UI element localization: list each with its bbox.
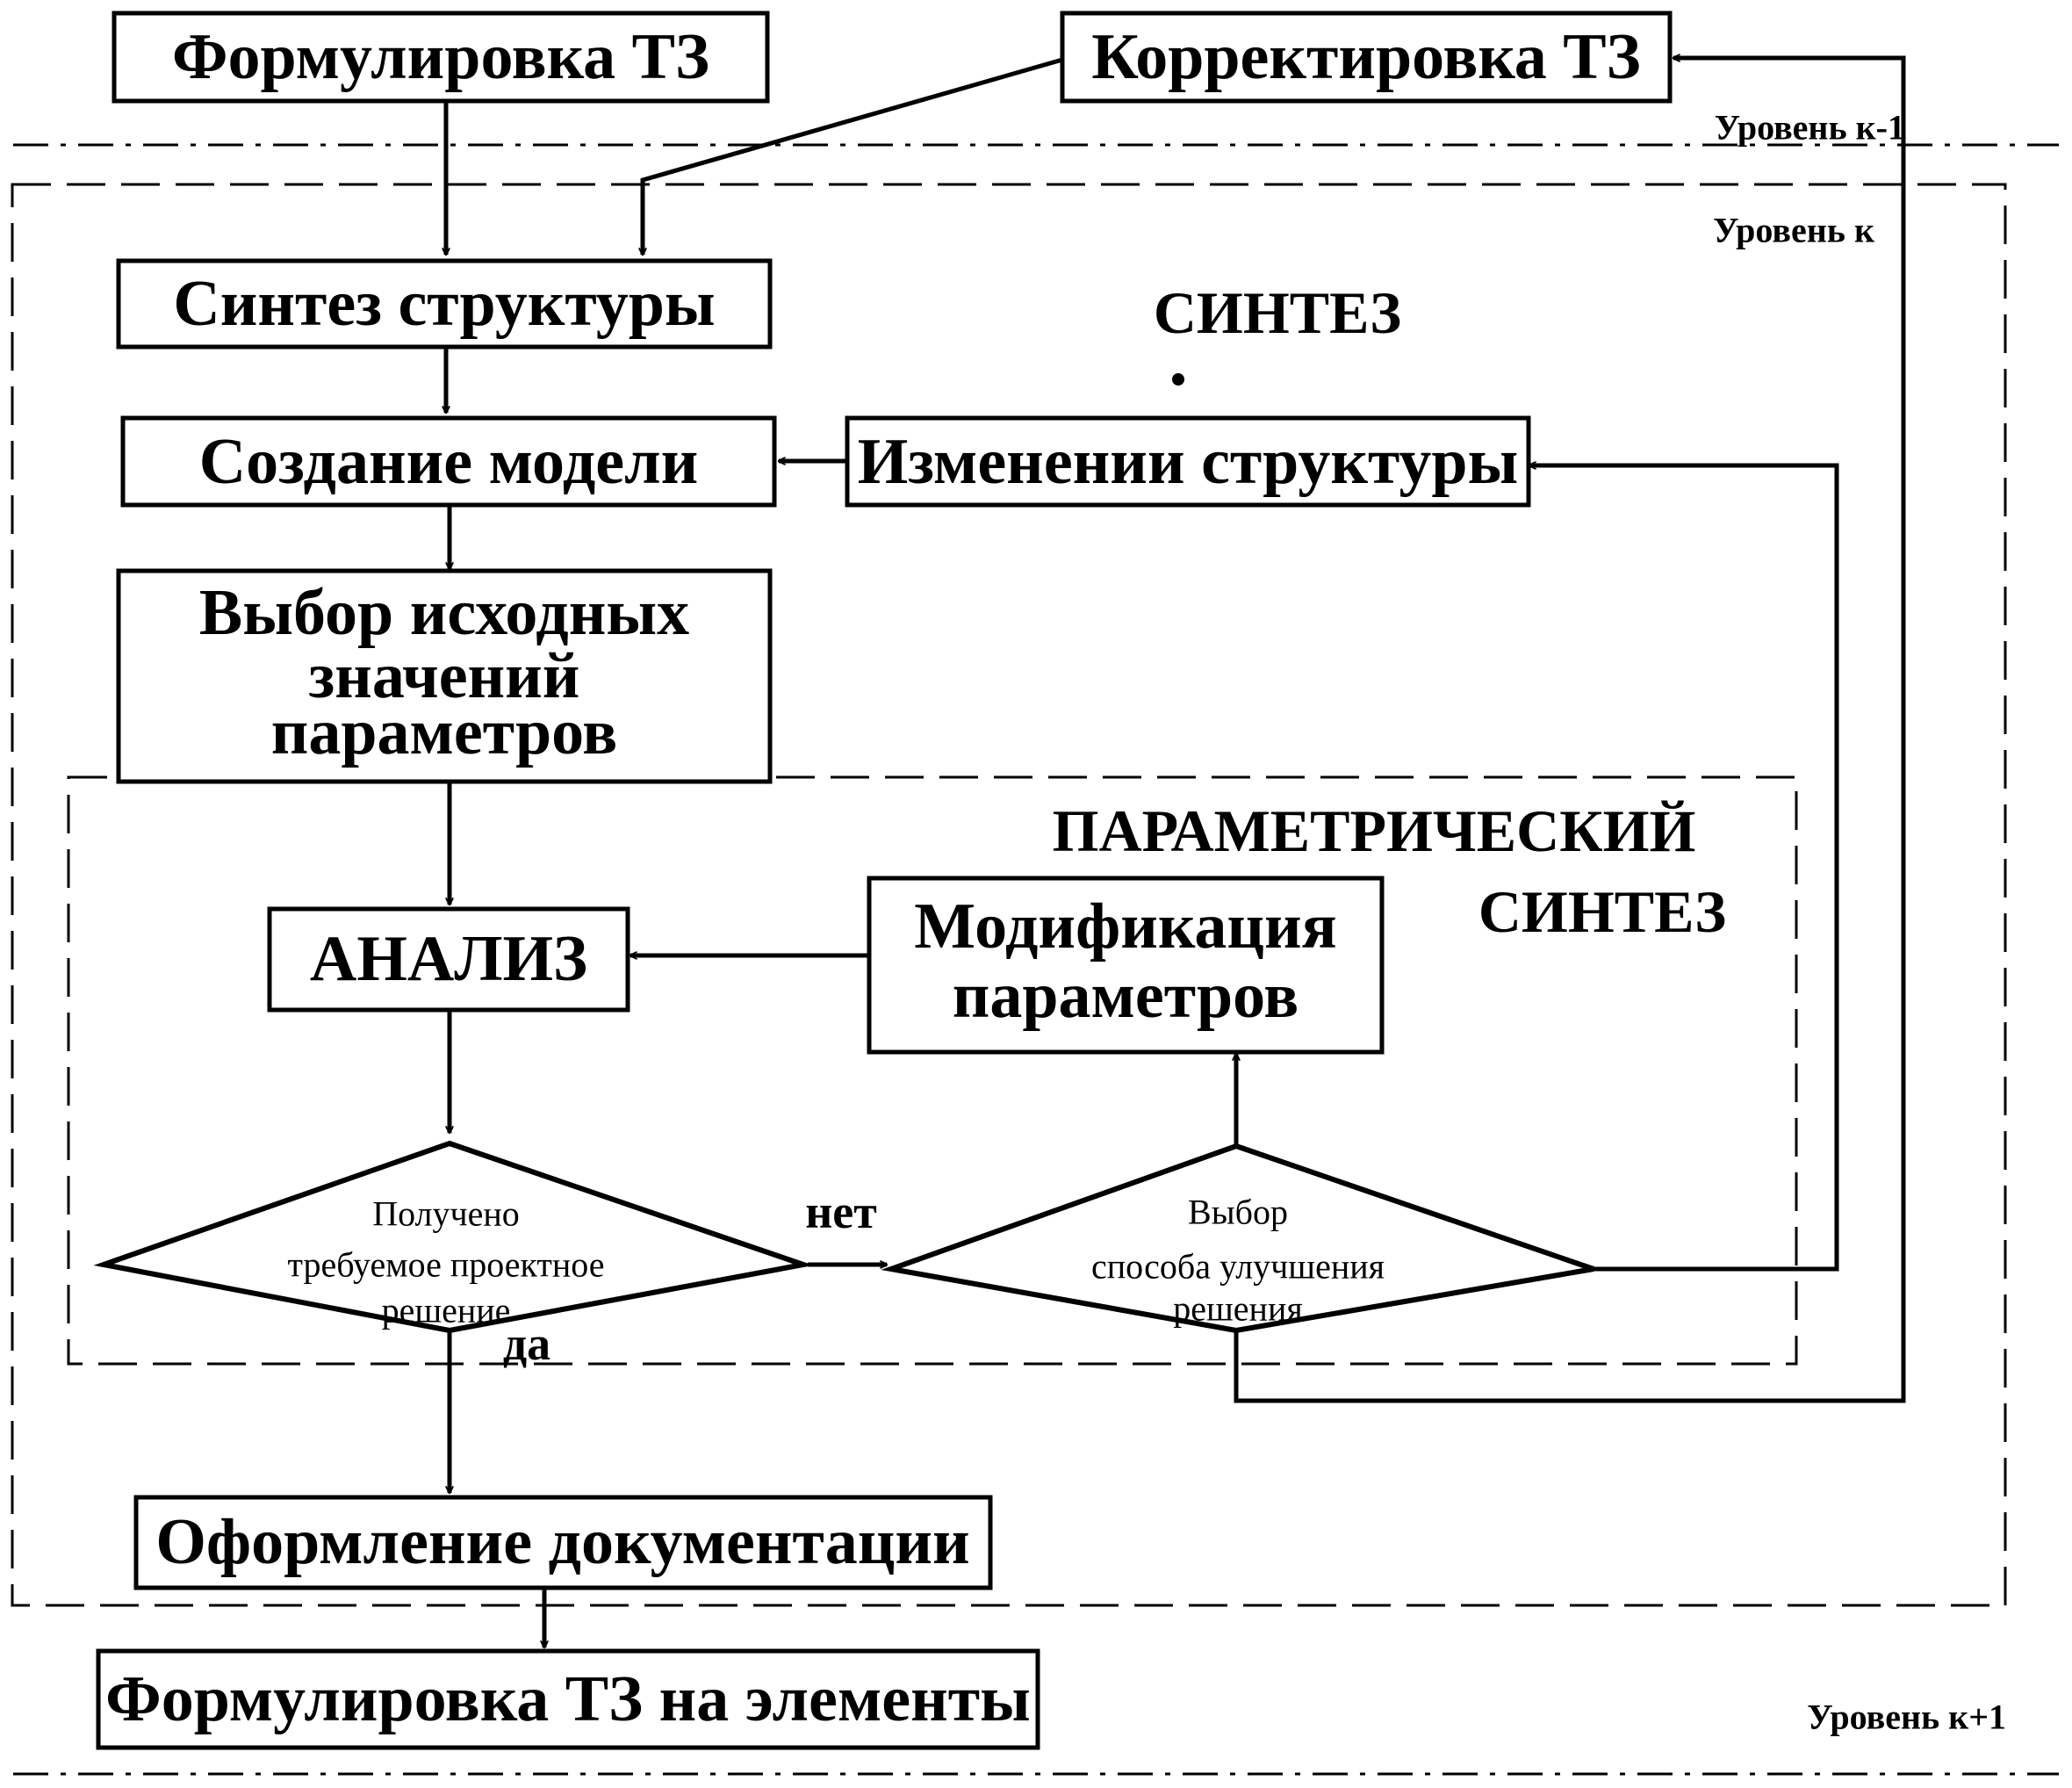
box-formulation-tz: Формулировка ТЗ xyxy=(112,11,770,104)
svg-text:Получено: Получено xyxy=(372,1194,520,1234)
edge-improve-to-structure-change xyxy=(1529,465,1839,1272)
svg-text:Создание модели: Создание модели xyxy=(199,426,699,498)
svg-text:Модификация: Модификация xyxy=(914,890,1336,962)
svg-text:Выбор: Выбор xyxy=(1188,1193,1288,1232)
svg-text:Формулировка ТЗ: Формулировка ТЗ xyxy=(172,21,709,93)
edge-correction-to-synthesis xyxy=(643,57,1063,255)
svg-text:Выбор исходных: Выбор исходных xyxy=(199,577,689,649)
parametric-synthesis-frame xyxy=(67,775,1798,1366)
box-formulation-elements: Формулировка ТЗ на элементы xyxy=(96,1648,1040,1750)
svg-text:требуемое проектное: требуемое проектное xyxy=(287,1245,604,1285)
box-initial-params: Выбор исходных значений параметров xyxy=(116,568,773,784)
region-dot xyxy=(1172,373,1184,386)
level-label-k-plus-1: Уровень к+1 xyxy=(1807,1698,2006,1737)
decision-improvement-method: Выбор способа улучшения решения xyxy=(881,1143,1594,1334)
svg-text:параметров: параметров xyxy=(953,960,1299,1032)
box-documentation: Оформление документации xyxy=(133,1495,993,1590)
edge-label-no: нет xyxy=(805,1186,877,1238)
region-label-synthesis: СИНТЕЗ xyxy=(1154,279,1401,346)
svg-text:АНАЛИЗ: АНАЛИЗ xyxy=(310,923,587,995)
level-k-frame xyxy=(11,183,2007,1607)
svg-text:решения: решения xyxy=(1173,1289,1303,1329)
svg-text:значений: значений xyxy=(309,640,580,712)
edge-label-yes: да xyxy=(503,1317,550,1370)
connectors xyxy=(446,57,1906,1647)
edge-improve-to-correction xyxy=(1234,58,1906,1403)
box-structure-change: Изменении структуры xyxy=(845,415,1531,508)
level-label-k-minus-1: Уровень к-1 xyxy=(1715,108,1905,148)
box-structure-synthesis: Синтез структуры xyxy=(116,258,773,350)
decision-result-obtained: Получено требуемое проектное решение xyxy=(93,1140,814,1334)
svg-text:Формулировка ТЗ на элементы: Формулировка ТЗ на элементы xyxy=(105,1663,1031,1735)
svg-text:способа улучшения: способа улучшения xyxy=(1091,1247,1385,1287)
svg-text:параметров: параметров xyxy=(271,696,618,768)
svg-text:Синтез структуры: Синтез структуры xyxy=(173,268,715,340)
level-label-k: Уровень к xyxy=(1713,211,1874,250)
svg-text:Оформление документации: Оформление документации xyxy=(155,1506,969,1578)
svg-text:решение: решение xyxy=(382,1291,511,1330)
svg-text:Изменении структуры: Изменении структуры xyxy=(858,426,1519,498)
box-correction-tz: Корректировка ТЗ xyxy=(1060,11,1673,104)
region-label-parametric-2: СИНТЕЗ xyxy=(1478,878,1726,945)
region-label-parametric-1: ПАРАМЕТРИЧЕСКИЙ xyxy=(1053,797,1696,864)
svg-text:Корректировка ТЗ: Корректировка ТЗ xyxy=(1091,21,1640,93)
box-model-creation: Создание модели xyxy=(120,415,777,508)
box-param-modification: Модификация параметров xyxy=(867,876,1385,1055)
box-analysis: АНАЛИЗ xyxy=(267,906,630,1013)
